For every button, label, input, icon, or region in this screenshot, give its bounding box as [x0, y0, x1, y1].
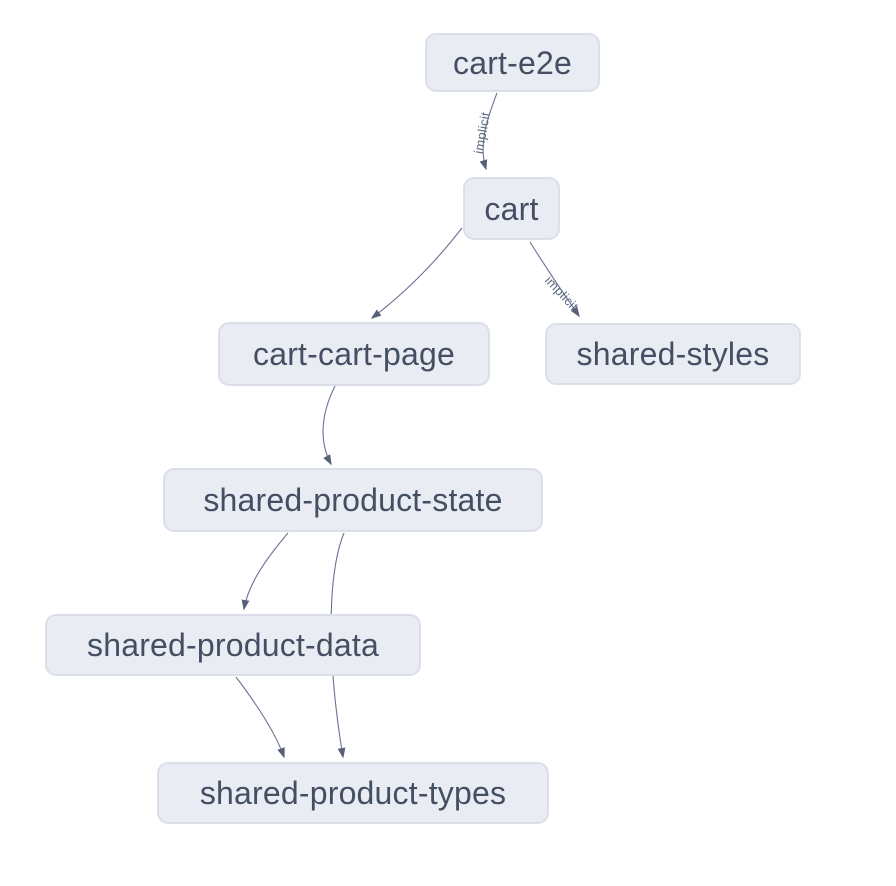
edge-shared-product-state-to-shared-product-data	[241, 532, 289, 611]
node-label: shared-product-types	[199, 775, 507, 811]
node-label: cart	[484, 190, 539, 227]
node-cart-cart-page[interactable]: cart-cart-page	[218, 322, 490, 386]
edge-cart-cart-page-to-shared-product-state	[322, 385, 336, 466]
node-cart[interactable]: cart	[463, 177, 560, 240]
node-label: cart-cart-page	[253, 336, 455, 372]
node-label: shared-product-state	[203, 482, 503, 518]
edge-label-cart-to-shared-styles: implicit	[542, 273, 582, 314]
edge-shared-product-data-to-shared-product-types	[235, 676, 285, 759]
edge-label-cart-e2e-to-cart: implicit	[471, 111, 493, 155]
node-label: cart-e2e	[453, 44, 572, 81]
node-label: shared-product-data	[87, 627, 379, 663]
node-label: shared-styles	[576, 336, 770, 372]
node-cart-e2e[interactable]: cart-e2e	[425, 33, 600, 92]
node-shared-styles[interactable]: shared-styles	[545, 323, 801, 385]
edge-cart-to-shared-styles	[529, 241, 580, 318]
node-shared-product-state[interactable]: shared-product-state	[163, 468, 543, 532]
node-shared-product-types[interactable]: shared-product-types	[157, 762, 549, 824]
edge-cart-e2e-to-cart	[479, 92, 498, 171]
edge-cart-to-cart-cart-page	[370, 227, 463, 319]
node-shared-product-data[interactable]: shared-product-data	[45, 614, 421, 676]
